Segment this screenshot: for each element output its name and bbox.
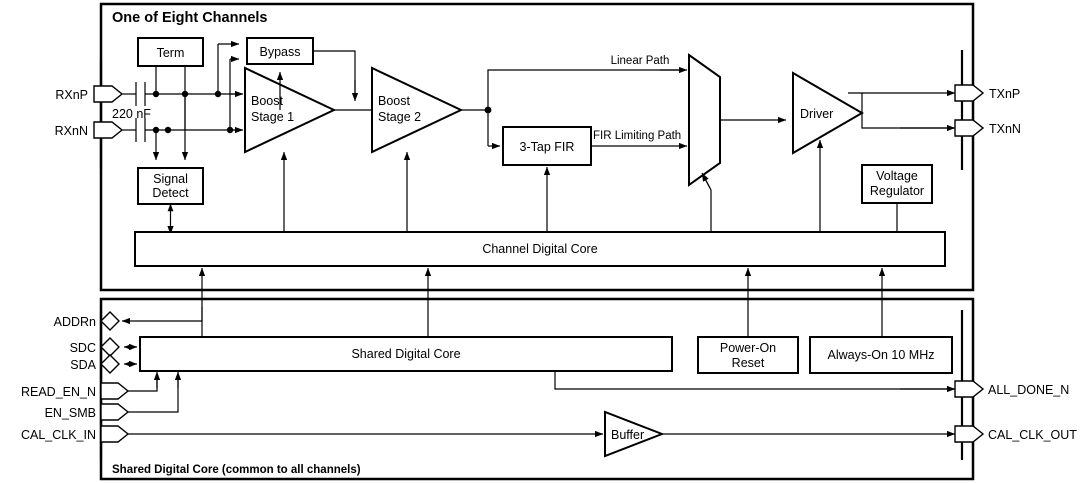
signal-detect-label-1: Signal xyxy=(153,172,188,186)
pin-sdc-label: SDC xyxy=(70,341,96,355)
signal-detect-label-2: Detect xyxy=(152,186,189,200)
junction-dot xyxy=(152,90,160,98)
channel-digital-core-block[interactable] xyxy=(134,231,946,267)
always-on-clock-label: Always-On 10 MHz xyxy=(828,348,935,362)
channel-section-title: One of Eight Channels xyxy=(112,10,267,26)
pin-txnp-label: TXnP xyxy=(989,87,1020,101)
capacitor-value-label: 220 nF xyxy=(112,107,151,121)
pin-txnn[interactable] xyxy=(954,119,985,137)
boost-stage-1-label-1: Boost xyxy=(251,94,283,108)
pin-read-en-n[interactable] xyxy=(100,382,130,400)
signal-detect-block[interactable] xyxy=(137,167,204,205)
pin-rxnn[interactable] xyxy=(93,121,124,139)
power-on-reset-block[interactable] xyxy=(697,336,799,374)
always-on-clock-block[interactable] xyxy=(809,336,953,374)
boost-stage-1-label-2: Stage 1 xyxy=(251,110,294,124)
power-on-reset-label-2: Reset xyxy=(732,356,765,370)
pin-txnp[interactable] xyxy=(954,84,985,102)
wire-driver-to-txnn xyxy=(861,113,955,129)
term-block[interactable] xyxy=(137,37,204,67)
boost-stage-2-block[interactable] xyxy=(371,66,464,154)
pin-en-smb-label: EN_SMB xyxy=(45,406,96,420)
power-on-reset-label-1: Power-On xyxy=(720,341,776,355)
pin-rxnp[interactable] xyxy=(93,85,124,103)
shared-digital-core-block[interactable] xyxy=(139,336,673,372)
wire-bypass-out xyxy=(313,50,356,94)
driver-block[interactable] xyxy=(792,71,864,155)
junction-dot xyxy=(181,90,189,98)
pin-addrn[interactable] xyxy=(100,311,120,331)
wire-read-en-n xyxy=(128,378,158,392)
pin-all-done-n-label: ALL_DONE_N xyxy=(988,383,1069,397)
pin-cal-clk-in-label: CAL_CLK_IN xyxy=(21,428,96,442)
fir-label: 3-Tap FIR xyxy=(520,140,575,154)
pin-rxnn-label: RXnN xyxy=(55,124,88,138)
pin-cal-clk-in[interactable] xyxy=(100,425,130,443)
linear-path-label: Linear Path xyxy=(611,55,670,67)
pin-read-en-n-label: READ_EN_N xyxy=(21,385,96,399)
term-label: Term xyxy=(157,46,185,60)
pin-addrn-label: ADDRn xyxy=(54,315,96,329)
voltage-regulator-block[interactable] xyxy=(861,164,933,204)
boost-stage-2-label-1: Boost xyxy=(378,94,410,108)
channel-digital-core-label: Channel Digital Core xyxy=(482,242,597,256)
bypass-label: Bypass xyxy=(260,45,301,59)
boost-stage-2-label-2: Stage 2 xyxy=(378,110,421,124)
pin-sda[interactable] xyxy=(100,354,120,374)
driver-label: Driver xyxy=(800,107,833,121)
wire-mux-sel-arrow xyxy=(701,172,711,189)
pin-rxnp-label: RXnP xyxy=(55,88,88,102)
pin-cal-clk-out-label: CAL_CLK_OUT xyxy=(988,428,1077,442)
buffer-label: Buffer xyxy=(611,428,644,442)
pin-sdc[interactable] xyxy=(100,337,120,357)
wire-all-done-n xyxy=(554,371,955,390)
boost-stage-1-block[interactable] xyxy=(244,66,337,154)
voltage-regulator-label-2: Regulator xyxy=(870,184,924,198)
pin-all-done-n[interactable] xyxy=(954,380,985,398)
fir-block[interactable] xyxy=(502,126,592,166)
shared-section-title: Shared Digital Core (common to all chann… xyxy=(112,464,361,476)
pin-sda-label: SDA xyxy=(70,358,96,372)
shared-digital-core-label: Shared Digital Core xyxy=(351,347,460,361)
junction-dot xyxy=(164,126,172,134)
wire-core-to-mux-sel xyxy=(702,174,712,234)
mux-block[interactable] xyxy=(688,53,721,187)
pin-en-smb[interactable] xyxy=(100,403,130,421)
junction-dot xyxy=(214,90,222,98)
wire-linear-path xyxy=(487,69,683,110)
buffer-block[interactable] xyxy=(604,410,665,458)
fir-limiting-path-label: FIR Limiting Path xyxy=(593,130,681,142)
junction-dot xyxy=(152,126,160,134)
voltage-regulator-label-1: Voltage xyxy=(876,169,918,183)
wire-en-smb xyxy=(128,378,179,413)
pin-cal-clk-out[interactable] xyxy=(954,425,985,443)
pin-txnn-label: TXnN xyxy=(989,122,1021,136)
